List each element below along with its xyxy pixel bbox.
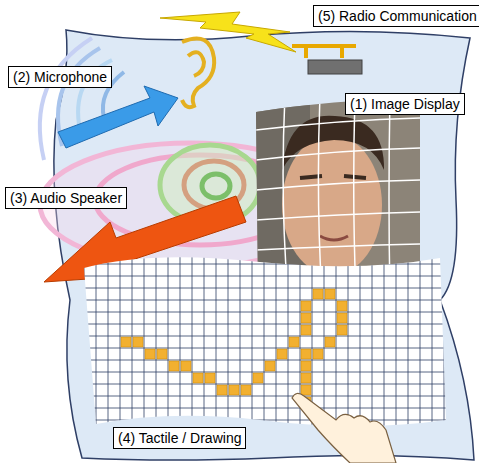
tactile-grid	[301, 349, 311, 359]
image-display	[320, 236, 348, 240]
tactile-grid	[181, 361, 191, 371]
tactile-grid	[337, 325, 347, 335]
tactile-grid	[121, 289, 347, 407]
antenna-symbol	[308, 60, 362, 74]
image-display	[282, 116, 384, 170]
label-text: (5) Radio Communication	[318, 7, 477, 25]
tactile-grid	[325, 337, 335, 347]
tactile-grid	[217, 385, 227, 395]
image-display	[300, 176, 366, 178]
tactile-grid	[133, 337, 143, 347]
tactile-grid	[301, 313, 311, 323]
tactile-grid	[121, 337, 131, 347]
tactile-grid	[80, 252, 450, 432]
tactile-grid	[253, 373, 263, 383]
image-display	[283, 95, 390, 295]
tactile-grid	[313, 349, 323, 359]
tactile-grid	[313, 289, 323, 299]
tactile-grid	[145, 349, 155, 359]
tactile-grid	[301, 385, 311, 395]
antenna-symbol	[292, 46, 356, 58]
tactile-grid	[301, 373, 311, 383]
tactile-grid	[277, 349, 287, 359]
tactile-grid	[169, 361, 179, 371]
label-box: (3) Audio Speaker	[5, 187, 127, 209]
tactile-grid	[193, 373, 203, 383]
label-box: (1) Image Display	[345, 93, 465, 115]
label-text: (1) Image Display	[350, 95, 460, 113]
tactile-grid	[80, 248, 450, 440]
label-text: (4) Tactile / Drawing	[118, 429, 241, 447]
label-text: (3) Audio Speaker	[10, 189, 122, 207]
tactile-grid	[205, 373, 215, 383]
tactile-grid	[157, 349, 167, 359]
tactile-grid	[289, 337, 299, 347]
tactile-grid	[241, 385, 251, 395]
image-display	[256, 118, 420, 280]
tactile-grid	[80, 248, 450, 440]
tactile-grid	[229, 385, 239, 395]
tactile-grid	[337, 313, 347, 323]
speaker-waves	[202, 174, 230, 198]
ear-symbol	[182, 38, 214, 107]
tactile-grid	[301, 361, 311, 371]
pointing-hand	[292, 393, 396, 463]
microphone-arrow	[58, 86, 178, 148]
tactile-grid	[325, 289, 335, 299]
tactile-grid	[80, 248, 450, 438]
tactile-grid	[337, 301, 347, 311]
antenna-symbol	[292, 46, 362, 74]
label-text: (2) Microphone	[13, 68, 107, 86]
tactile-grid	[301, 301, 311, 311]
tactile-grid	[265, 361, 275, 371]
label-box: (2) Microphone	[8, 66, 112, 88]
tactile-grid	[301, 325, 311, 335]
label-box: (5) Radio Communication	[313, 5, 479, 27]
tactile-grid	[84, 248, 444, 440]
label-box: (4) Tactile / Drawing	[113, 427, 246, 449]
lightning-bolt	[160, 12, 296, 52]
